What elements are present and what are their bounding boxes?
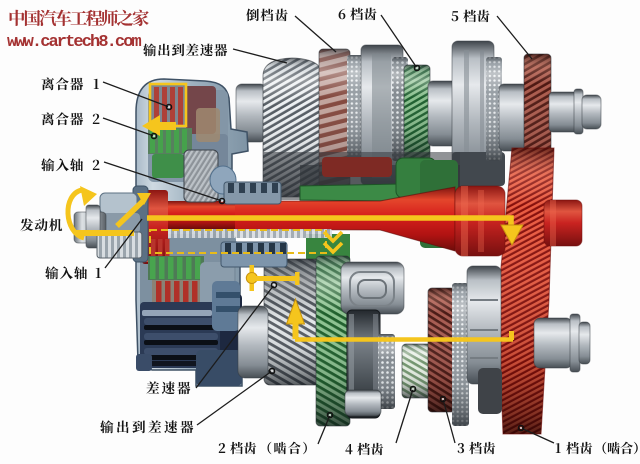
svg-text:www.cartech8.com: www.cartech8.com: [7, 33, 142, 52]
